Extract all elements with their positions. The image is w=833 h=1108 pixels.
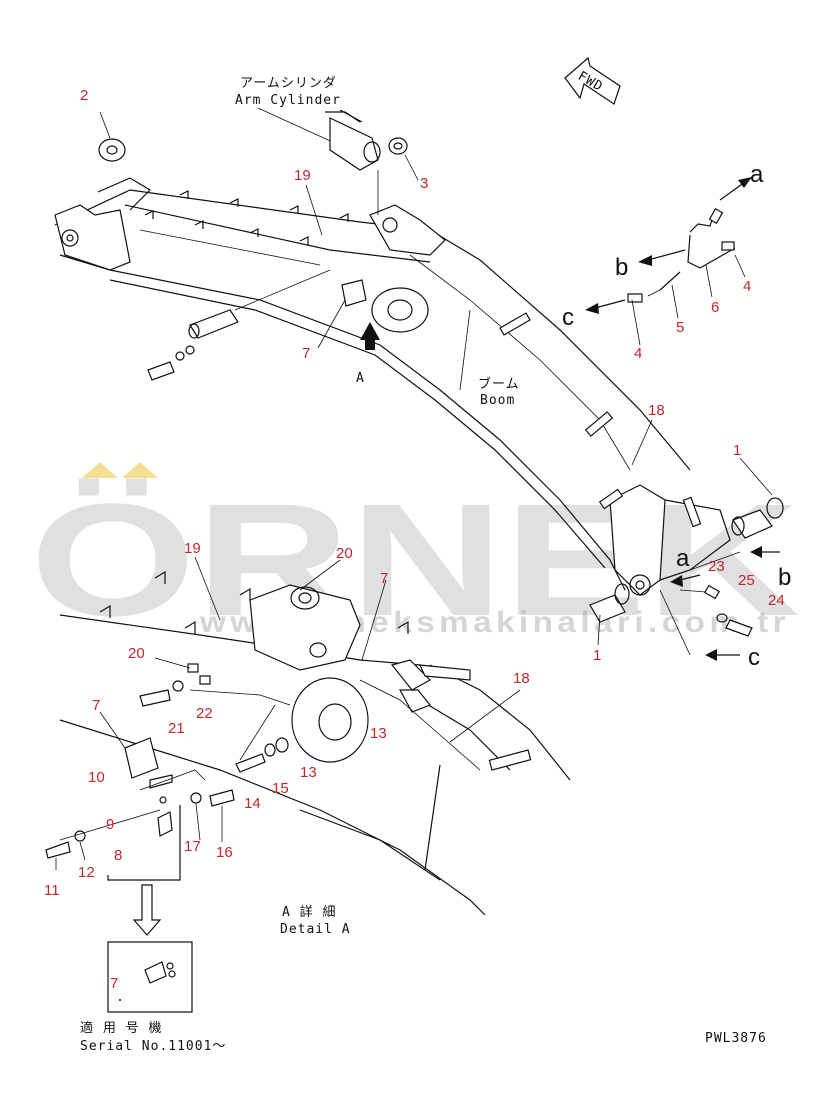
part-13-a: 13 (370, 725, 387, 742)
part-17: 17 (184, 838, 201, 855)
part-12: 12 (78, 864, 95, 881)
part-14: 14 (244, 795, 261, 812)
washer-2 (98, 138, 126, 162)
part-7-left: 7 (92, 697, 100, 714)
leader-lines (55, 111, 773, 870)
serial-jp: 適 用 号 機 (80, 1020, 162, 1036)
arrow-c-top: c (562, 304, 574, 331)
part-18-top: 18 (648, 402, 665, 419)
boom-cylinder-boss (371, 287, 429, 333)
part-15: 15 (272, 780, 289, 797)
arrow-b-mid: b (778, 564, 791, 591)
part-11: 11 (44, 882, 60, 899)
arm-cylinder-jp: アームシリンダ (240, 76, 337, 91)
harness-top-right (585, 177, 752, 314)
change-arrow (132, 884, 162, 936)
view-arrow-a (360, 322, 380, 350)
part-5: 5 (676, 319, 684, 336)
arm-bracket-top (369, 204, 446, 256)
part-1-right: 1 (733, 442, 741, 459)
part-10: 10 (88, 769, 105, 786)
arm-cylinder-end (325, 109, 381, 171)
hose-line (409, 254, 631, 471)
arrow-b-top: b (615, 254, 628, 281)
part-13-b: 13 (300, 764, 317, 781)
serial-change-box (107, 941, 193, 1013)
arrow-a-mid: a (676, 545, 690, 572)
watermark-accent-left (82, 462, 118, 478)
part-21: 21 (168, 720, 185, 737)
part-7-detail: 7 (380, 570, 388, 587)
boom-main (54, 177, 731, 596)
view-a-label: A (356, 371, 365, 386)
pin-assembly (147, 269, 331, 381)
part-20-detail: 20 (336, 545, 353, 562)
watermark-accent-right (122, 462, 158, 478)
part-19-top: 19 (294, 167, 311, 184)
bushings (589, 497, 784, 623)
part-20-b: 20 (128, 645, 145, 662)
part-7-box: 7 (110, 975, 118, 992)
part-6: 6 (711, 299, 719, 316)
washer-3 (388, 137, 408, 155)
part-2: 2 (80, 87, 88, 104)
watermark-brand: ÖRNEK (30, 470, 800, 649)
part-18-detail: 18 (513, 670, 530, 687)
boom-jp: ブーム (478, 376, 520, 392)
part-24: 24 (768, 592, 785, 609)
arrow-a-top: a (750, 161, 764, 188)
detail-a-jp: A 詳 細 (282, 904, 336, 920)
serial-en: Serial No.11001～ (80, 1039, 226, 1054)
clip-row-top (144, 190, 349, 245)
arm-cylinder-en: Arm Cylinder (235, 93, 341, 108)
part-4-a: 4 (743, 278, 751, 295)
detail-a-view (45, 570, 571, 1013)
bracket-7-top (341, 279, 367, 307)
part-16: 16 (216, 844, 233, 861)
part-1-left: 1 (593, 647, 601, 664)
boom-en: Boom (480, 393, 515, 408)
part-23: 23 (708, 558, 725, 575)
part-3: 3 (420, 175, 428, 192)
arrow-c-mid: c (748, 644, 760, 671)
drawing-code: PWL3876 (705, 1031, 767, 1046)
part-19-detail: 19 (184, 540, 201, 557)
fwd-arrow: FWD (564, 56, 621, 105)
part-9: 9 (106, 816, 114, 833)
part-4-b: 4 (634, 345, 642, 362)
detail-a-en: Detail A (280, 922, 351, 937)
part-25: 25 (738, 572, 755, 589)
part-8: 8 (114, 847, 122, 864)
part-7-top: 7 (302, 345, 310, 362)
part-number-labels: 2 3 19 7 4 6 5 4 18 1 23 25 24 1 19 20 7… (44, 87, 785, 992)
part-22: 22 (196, 705, 213, 722)
